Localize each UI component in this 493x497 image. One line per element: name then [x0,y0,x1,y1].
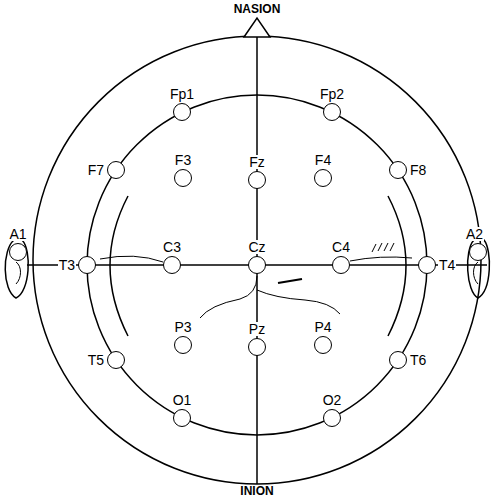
electrode: T5 [107,351,125,369]
electrode-label: A1 [8,227,27,241]
electrode-label: Fp1 [169,87,195,101]
electrode-label: O2 [322,393,343,407]
ear [468,240,490,298]
electrode: A1 [9,243,27,261]
nose-marker [244,18,270,37]
electrode-label: T3 [58,258,76,272]
electrode: P3 [174,336,192,354]
electrode-label: F7 [87,163,105,177]
electrode: Fp1 [173,103,191,121]
hatch-mark [372,243,394,252]
electrode: A2 [469,243,487,261]
electrode-label: O1 [172,393,193,407]
electrode: T3 [78,256,96,274]
brain-contour [388,196,406,336]
electrode: F3 [174,169,192,187]
electrode: O1 [173,409,191,427]
electrode: P4 [314,336,332,354]
brain-contour [350,257,412,261]
brain-contour [100,256,163,262]
electrode-label: T4 [438,258,456,272]
brain-contour [110,196,128,336]
ear [474,262,479,284]
ear [5,240,28,298]
electrode-label: F8 [409,163,427,177]
electrode-label: P3 [173,320,192,334]
electrode-label: P4 [313,320,332,334]
electrode: C4 [332,256,350,274]
electrode-label: Fp2 [319,87,345,101]
electrode: C3 [163,256,181,274]
electrode: Fz [248,171,266,189]
electrode-label: Cz [247,240,266,254]
electrode-label: F4 [314,153,332,167]
electrode-label: Pz [248,322,266,336]
hatch-mark [278,279,302,283]
electrode: F8 [389,161,407,179]
electrode-label: T6 [409,353,427,367]
electrode: Pz [248,338,266,356]
electrode: O2 [323,409,341,427]
electrode-label: C4 [331,240,351,254]
electrode: F4 [314,169,332,187]
electrode-label: T5 [87,353,105,367]
electrode-label: Fz [248,155,266,169]
electrode-label: A2 [465,227,484,241]
brain-contour [257,290,340,314]
electrode: T4 [418,256,436,274]
electrode: F7 [107,161,125,179]
head-outline [33,36,481,484]
electrode: T6 [389,351,407,369]
landmark-label: INION [238,485,275,497]
electrode-label: F3 [174,153,192,167]
ear [16,262,21,284]
electrode-label: C3 [162,240,182,254]
landmark-label: NASION [232,3,283,15]
electrode: Fp2 [323,103,341,121]
electrode: Cz [248,256,266,274]
brain-contour [200,276,257,318]
